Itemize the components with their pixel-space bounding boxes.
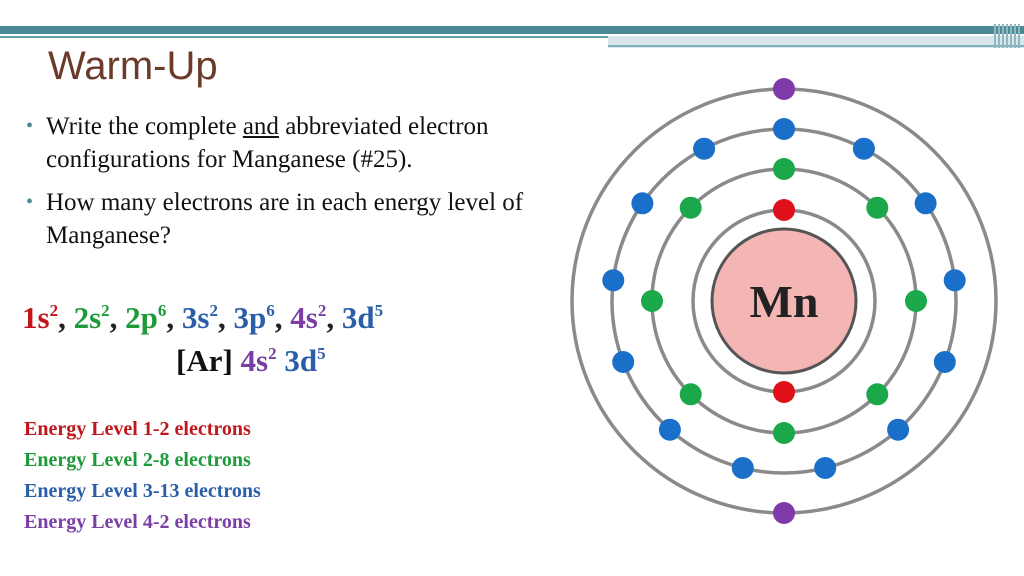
orbital-electron-count: 5 [317, 344, 326, 363]
full-electron-configuration: 1s2, 2s2, 2p6, 3s2, 3p6, 4s2, 3d5 [22, 300, 383, 336]
orbital-electron-count: 2 [209, 301, 218, 320]
orbital-electron-count: 6 [157, 301, 167, 320]
bohr-model-diagram: Mn [570, 78, 998, 524]
element-symbol: Mn [750, 276, 819, 327]
electron-shell-3 [914, 192, 937, 215]
electrons [602, 78, 966, 524]
orbital-electron-count: 2 [317, 301, 327, 320]
term-separator: , [274, 300, 291, 335]
header-accent-line [608, 45, 1024, 47]
orbital-term: 1s2 [22, 300, 59, 335]
term-separator: , [166, 300, 182, 335]
abbreviated-orbitals: 4s2 3d5 [241, 343, 326, 378]
bullet-list: • Write the complete and abbreviated ele… [24, 110, 524, 262]
orbital-term: 2p6 [125, 300, 167, 335]
orbital-term: 3d5 [341, 300, 384, 335]
orbital-term: 4s2 [240, 343, 277, 378]
electron-shell-2 [866, 196, 889, 219]
electron-shell-3 [693, 137, 716, 160]
electron-shell-1 [773, 381, 795, 403]
orbital-term: 2s2 [73, 300, 110, 335]
electron-shell-3 [658, 418, 681, 441]
electron-shell-2 [773, 158, 795, 180]
electron-shell-3 [814, 457, 837, 479]
bullet-item-1: • Write the complete and abbreviated ele… [24, 110, 524, 176]
electron-shell-3 [773, 118, 795, 140]
term-separator: , [109, 300, 126, 335]
electron-shell-3 [612, 351, 635, 373]
electron-shell-2 [641, 290, 663, 312]
top-bar-thin-line [0, 36, 1024, 38]
electron-shell-2 [679, 383, 702, 406]
electron-shell-4 [773, 78, 795, 100]
electron-shell-3 [731, 457, 754, 479]
electron-shell-3 [852, 137, 875, 160]
electron-shell-2 [679, 196, 702, 219]
bullet-1-pre: Write the complete [46, 113, 243, 140]
energy-level-4: Energy Level 4-2 electrons [24, 511, 251, 533]
nucleus [710, 227, 858, 375]
noble-gas-core: [Ar] [176, 343, 233, 378]
orbital-electron-count: 2 [101, 301, 110, 320]
orbital-electron-count: 2 [49, 301, 59, 320]
electron-shell-2 [866, 383, 889, 406]
slide-title: Warm-Up [48, 44, 218, 88]
top-bar [0, 26, 1024, 34]
energy-level-3: Energy Level 3-13 electrons [24, 480, 261, 502]
electron-shell-4 [773, 502, 795, 524]
electron-shell-1 [773, 199, 795, 221]
term-separator: , [217, 300, 234, 335]
orbital-term: 3s2 [181, 300, 218, 335]
bullet-1-post: abbreviated electron configurations for … [46, 113, 489, 173]
energy-level-2: Energy Level 2-8 electrons [24, 449, 251, 471]
electron-shell-2 [905, 290, 927, 312]
electron-shell-2 [773, 422, 795, 444]
orbital-electron-count: 2 [268, 344, 277, 363]
electron-shell-3 [933, 351, 956, 373]
bullet-2-text: How many electrons are in each energy le… [46, 189, 524, 249]
bullet-dot-icon: • [26, 191, 34, 213]
electron-shell-3 [602, 269, 625, 292]
orbital-electron-count: 6 [266, 301, 275, 320]
orbital-term: 4s2 [290, 300, 327, 335]
orbital-electron-count: 5 [374, 301, 384, 320]
orbital-term: 3p6 [233, 300, 275, 335]
term-separator: , [326, 300, 342, 335]
electron-shell-3 [887, 418, 910, 441]
energy-level-1: Energy Level 1-2 electrons [24, 418, 251, 440]
bullet-item-2: • How many electrons are in each energy … [24, 186, 524, 252]
bullet-1-emphasis: and [242, 113, 279, 140]
bullet-dot-icon: • [26, 115, 34, 137]
electron-shell-3 [943, 269, 966, 292]
energy-level-list: Energy Level 1-2 electrons Energy Level … [24, 414, 261, 538]
electron-shell-3 [631, 192, 654, 215]
orbital-term: 3d5 [284, 343, 326, 378]
abbreviated-electron-configuration: [Ar] 4s2 3d5 [176, 343, 326, 379]
header-stripes [994, 24, 1022, 48]
term-separator: , [58, 300, 74, 335]
